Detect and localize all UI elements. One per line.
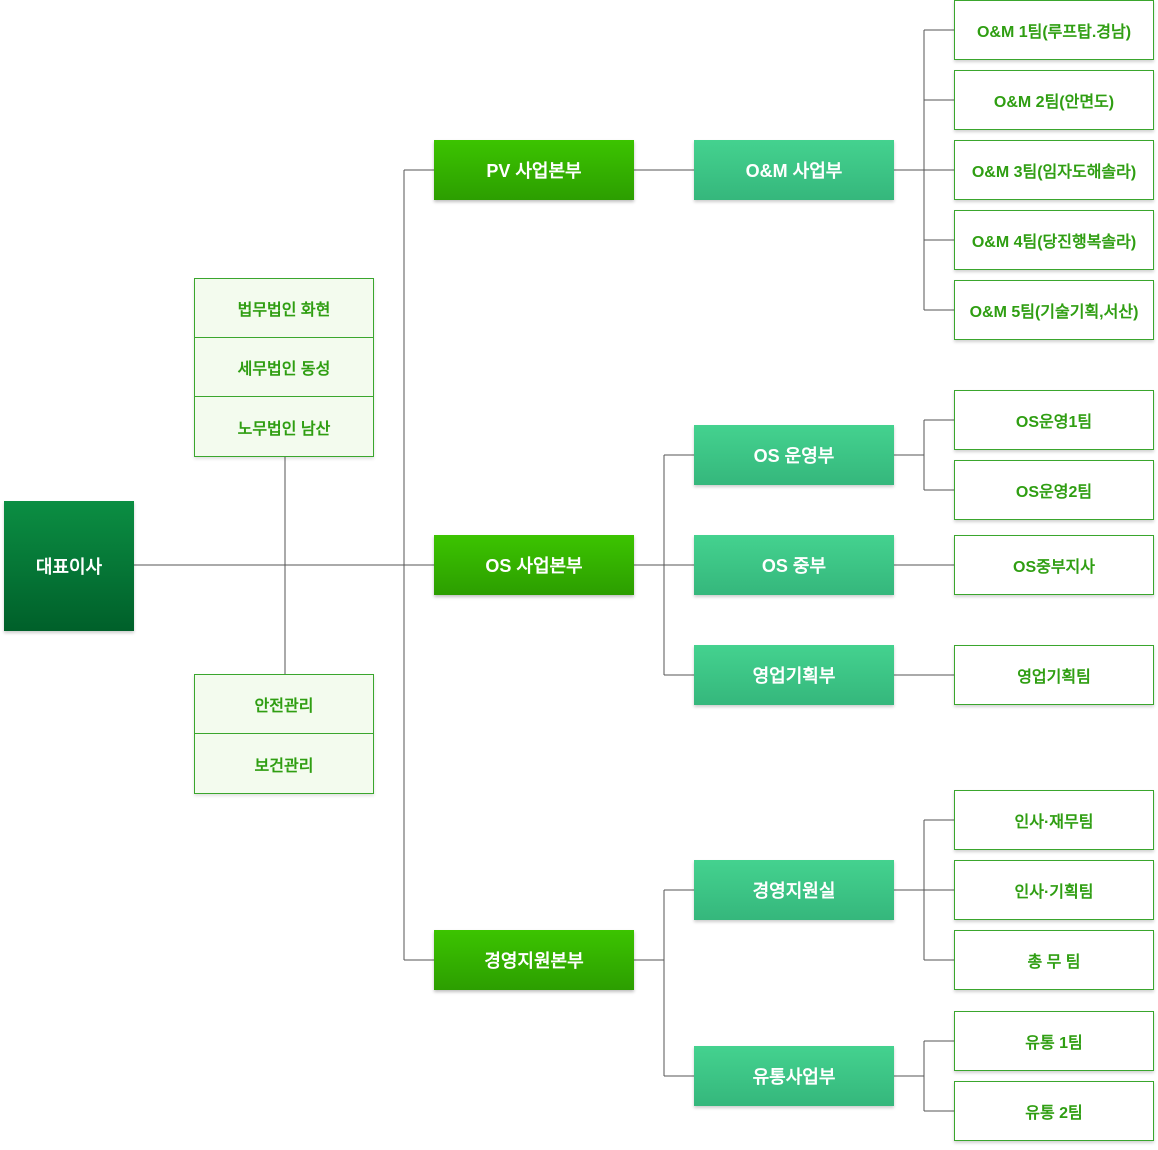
team-om-2: O&M 2팀(안면도) bbox=[954, 70, 1154, 130]
team-os-ops-2: OS운영2팀 bbox=[954, 460, 1154, 520]
team-om-3: O&M 3팀(임자도해솔라) bbox=[954, 140, 1154, 200]
team-os-ops-1: OS운영1팀 bbox=[954, 390, 1154, 450]
team-distribution-2: 유통 2팀 bbox=[954, 1081, 1154, 1141]
advisor-health: 보건관리 bbox=[254, 757, 314, 775]
dept-sales-planning: 영업기획부 bbox=[694, 645, 894, 705]
dept-om: O&M 사업부 bbox=[694, 140, 894, 200]
team-hr-planning: 인사·기획팀 bbox=[954, 860, 1154, 920]
ceo-box: 대표이사 bbox=[4, 501, 134, 631]
advisor-tax: 세무법인 동성 bbox=[195, 338, 373, 397]
dept-os-central: OS 중부 bbox=[694, 535, 894, 595]
team-hr-finance: 인사·재무팀 bbox=[954, 790, 1154, 850]
advisor-group-bottom: 안전관리 보건관리 bbox=[194, 674, 374, 794]
advisor-safety: 안전관리 bbox=[195, 675, 373, 734]
team-os-central-branch: OS중부지사 bbox=[954, 535, 1154, 595]
team-general-affairs: 총 무 팀 bbox=[954, 930, 1154, 990]
dept-os-operations: OS 운영부 bbox=[694, 425, 894, 485]
dept-distribution: 유통사업부 bbox=[694, 1046, 894, 1106]
dept-management-support: 경영지원실 bbox=[694, 860, 894, 920]
advisor-legal: 법무법인 화현 bbox=[195, 279, 373, 338]
division-management-support: 경영지원본부 bbox=[434, 930, 634, 990]
team-om-1: O&M 1팀(루프탑.경남) bbox=[954, 0, 1154, 60]
team-distribution-1: 유통 1팀 bbox=[954, 1011, 1154, 1071]
team-om-4: O&M 4팀(당진행복솔라) bbox=[954, 210, 1154, 270]
division-pv: PV 사업본부 bbox=[434, 140, 634, 200]
team-om-5: O&M 5팀(기술기획,서산) bbox=[954, 280, 1154, 340]
advisor-labor: 노무법인 남산 bbox=[237, 420, 331, 438]
division-os: OS 사업본부 bbox=[434, 535, 634, 595]
advisor-group-top: 법무법인 화현 세무법인 동성 노무법인 남산 bbox=[194, 278, 374, 457]
team-sales-planning: 영업기획팀 bbox=[954, 645, 1154, 705]
